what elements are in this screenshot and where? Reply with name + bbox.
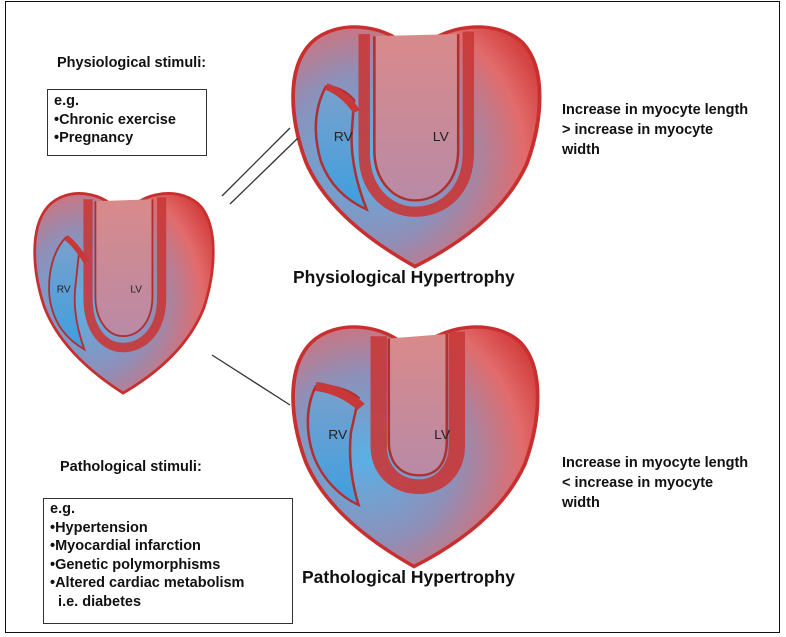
pathological-heart: RV LV xyxy=(293,327,538,567)
lv-label: LV xyxy=(434,427,450,441)
example-item: •Chronic exercise xyxy=(54,111,200,130)
lv-label: LV xyxy=(130,284,142,295)
rv-label: RV xyxy=(57,284,71,295)
pathological-caption: Pathological Hypertrophy xyxy=(302,567,515,588)
pathological-stimuli-title: Pathological stimuli: xyxy=(60,459,202,476)
pathological-examples-box: e.g. •Hypertension •Myocardial infarctio… xyxy=(43,498,293,624)
physiological-description: Increase in myocyte length > increase in… xyxy=(562,100,748,160)
examples-heading: e.g. xyxy=(50,500,286,519)
example-item: •Hypertension xyxy=(50,519,286,538)
connector-line-lower xyxy=(212,355,290,405)
rv-label: RV xyxy=(334,130,353,144)
description-line: < increase in myocyte xyxy=(562,473,748,493)
rv-label: RV xyxy=(328,427,347,441)
description-line: Increase in myocyte length xyxy=(562,100,748,120)
connector-line-upper-b xyxy=(230,138,298,204)
normal-heart: RV LV xyxy=(35,193,214,393)
physiological-examples-box: e.g. •Chronic exercise •Pregnancy xyxy=(47,89,207,156)
example-item: •Altered cardiac metabolism xyxy=(50,574,286,593)
example-item: •Myocardial infarction xyxy=(50,537,286,556)
description-line: width xyxy=(562,493,748,513)
physiological-heart: RV LV xyxy=(293,27,540,267)
lv-label: LV xyxy=(433,130,449,144)
description-line: > increase in myocyte xyxy=(562,120,748,140)
connector-line-upper-a xyxy=(222,128,290,196)
example-item: •Genetic polymorphisms xyxy=(50,556,286,575)
example-item: i.e. diabetes xyxy=(50,593,286,612)
physiological-stimuli-title: Physiological stimuli: xyxy=(57,55,206,72)
examples-heading: e.g. xyxy=(54,92,200,111)
example-item: •Pregnancy xyxy=(54,129,200,148)
physiological-caption: Physiological Hypertrophy xyxy=(293,267,515,288)
description-line: Increase in myocyte length xyxy=(562,453,748,473)
description-line: width xyxy=(562,140,748,160)
pathological-description: Increase in myocyte length < increase in… xyxy=(562,453,748,513)
